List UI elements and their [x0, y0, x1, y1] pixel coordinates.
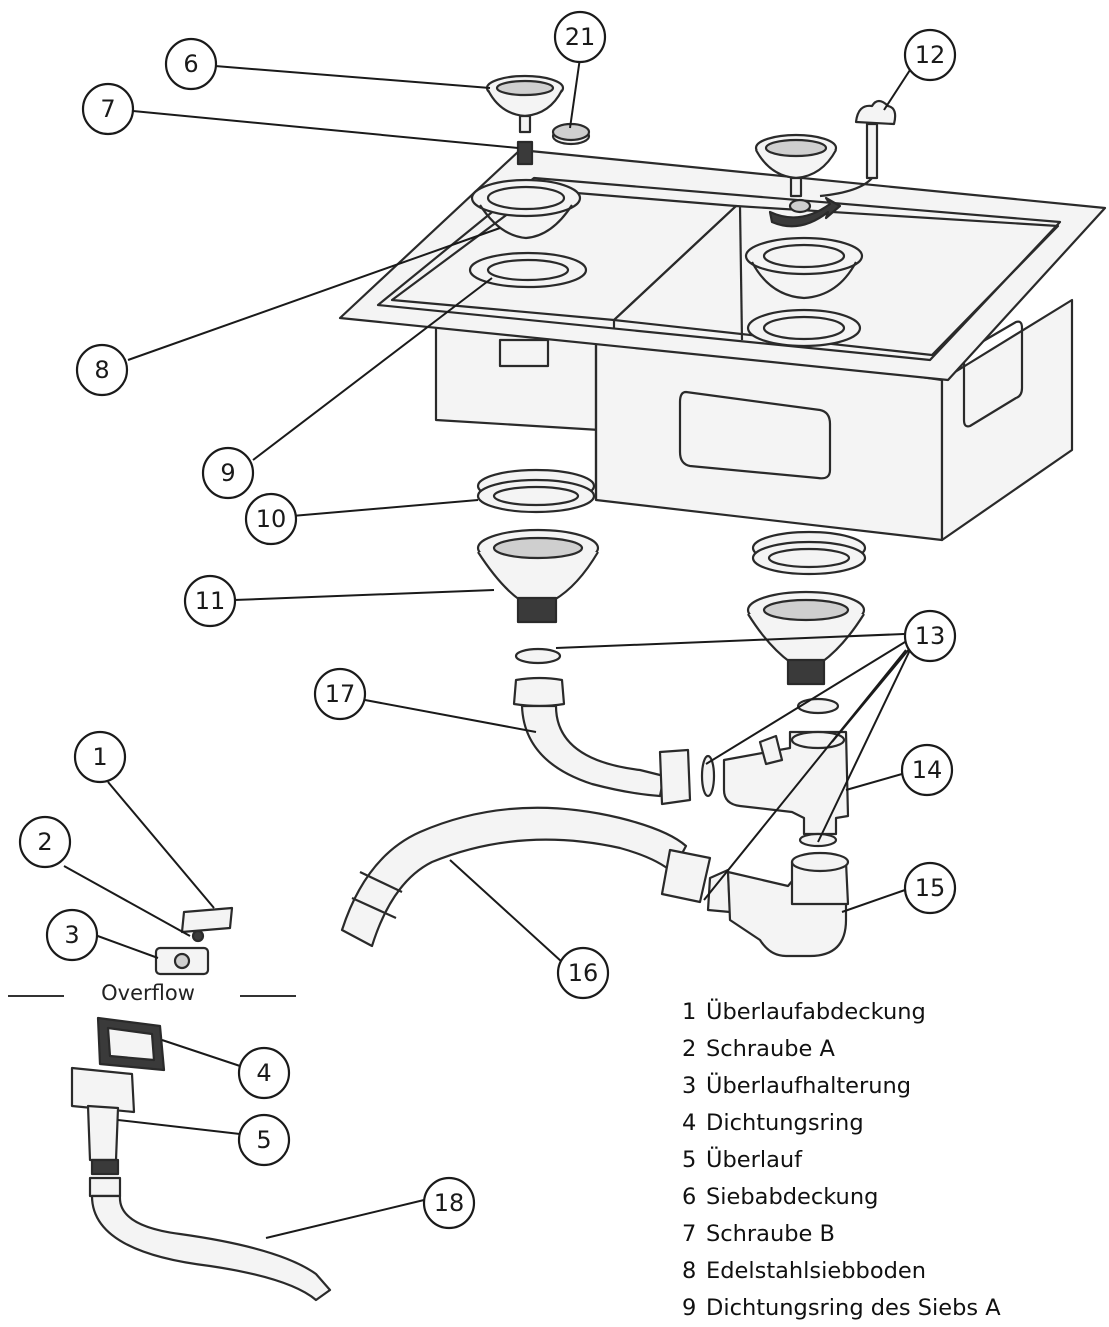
svg-text:8: 8 [94, 356, 109, 384]
strainer-basket-right [754, 133, 838, 198]
svg-text:21: 21 [565, 23, 596, 51]
svg-text:13: 13 [915, 622, 946, 650]
callout-6: 6 [164, 37, 218, 91]
legend-text: Überlauf [706, 1147, 803, 1173]
legend-number: 6 [682, 1184, 697, 1210]
screw-b [516, 140, 534, 166]
drain-gaskets-right [751, 530, 867, 576]
svg-text:3: 3 [64, 921, 79, 949]
svg-text:9: 9 [220, 459, 235, 487]
legend-item: 5 Überlauf [682, 1142, 1001, 1179]
callout-8: 8 [75, 343, 129, 397]
connecting-pipe [512, 647, 716, 806]
legend-number: 3 [682, 1073, 697, 1099]
callout-14: 14 [900, 743, 954, 797]
legend-item: 1 Überlaufabdeckung [682, 994, 1001, 1031]
double-sink-body [338, 148, 1107, 542]
svg-text:15: 15 [915, 874, 946, 902]
callout-13: 13 [903, 609, 957, 663]
legend-number: 2 [682, 1036, 697, 1062]
callout-9: 9 [201, 446, 255, 500]
overflow-gasket [96, 1016, 166, 1072]
legend-item: 4 Dichtungsring [682, 1105, 1001, 1142]
legend-number: 4 [682, 1110, 697, 1136]
svg-text:14: 14 [912, 756, 943, 784]
svg-text:5: 5 [256, 1126, 271, 1154]
legend-text: Dichtungsring des Siebs A [706, 1295, 1001, 1321]
stopper-cap [551, 122, 591, 146]
legend-item: 6 Siebabdeckung [682, 1179, 1001, 1216]
callout-5: 5 [237, 1113, 291, 1167]
leader-lines [63, 57, 911, 1239]
callout-10: 10 [244, 492, 298, 546]
legend-text: Überlaufabdeckung [706, 999, 926, 1025]
svg-text:11: 11 [195, 587, 226, 615]
strainer-basket-left [485, 74, 565, 134]
legend-text: Schraube B [706, 1221, 835, 1247]
legend-number: 8 [682, 1258, 697, 1284]
svg-text:2: 2 [37, 828, 52, 856]
legend-number: 1 [682, 999, 697, 1025]
legend-text: Siebabdeckung [706, 1184, 879, 1210]
siphon-body [722, 697, 850, 848]
legend-item: 2 Schraube A [682, 1031, 1001, 1068]
legend-text: Überlaufhalterung [706, 1073, 912, 1099]
svg-text:16: 16 [568, 959, 599, 987]
drain-body-left [476, 528, 600, 624]
legend-number: 5 [682, 1147, 697, 1173]
callout-12: 12 [903, 28, 957, 82]
svg-text:12: 12 [915, 41, 946, 69]
legend-number: 7 [682, 1221, 697, 1247]
svg-text:10: 10 [256, 505, 287, 533]
legend-item: 3 Überlaufhalterung [682, 1068, 1001, 1105]
callout-11: 11 [183, 574, 237, 628]
svg-text:18: 18 [434, 1189, 465, 1217]
overflow-bracket [154, 946, 210, 976]
callout-2: 2 [18, 815, 72, 869]
svg-text:4: 4 [256, 1059, 271, 1087]
legend-number: 9 [682, 1295, 697, 1321]
legend-text: Edelstahlsiebboden [706, 1258, 926, 1284]
legend-text: Schraube A [706, 1036, 835, 1062]
callout-7: 7 [81, 82, 135, 136]
svg-text:7: 7 [100, 95, 115, 123]
drain-hose [340, 806, 712, 948]
overflow-section-label: Overflow [101, 981, 195, 1005]
callout-15: 15 [903, 861, 957, 915]
svg-text:17: 17 [325, 680, 356, 708]
overflow-hose [88, 1176, 332, 1302]
callout-4: 4 [237, 1046, 291, 1100]
legend-item: 7 Schraube B [682, 1216, 1001, 1253]
legend-item: 8 Edelstahlsiebboden [682, 1253, 1001, 1290]
overflow-body [70, 1066, 136, 1176]
legend-text: Dichtungsring [706, 1110, 864, 1136]
legend-item: 9 Dichtungsring des Siebs A [682, 1290, 1001, 1327]
callout-1: 1 [73, 730, 127, 784]
callout-16: 16 [556, 946, 610, 1000]
callout-18: 18 [422, 1176, 476, 1230]
svg-text:6: 6 [183, 50, 198, 78]
callout-3: 3 [45, 908, 99, 962]
callout-17: 17 [313, 667, 367, 721]
svg-text:1: 1 [92, 743, 107, 771]
drain-gaskets-left [476, 468, 596, 514]
callout-21: 21 [553, 10, 607, 64]
siphon-elbow [706, 851, 850, 958]
overflow-cover [180, 906, 234, 943]
